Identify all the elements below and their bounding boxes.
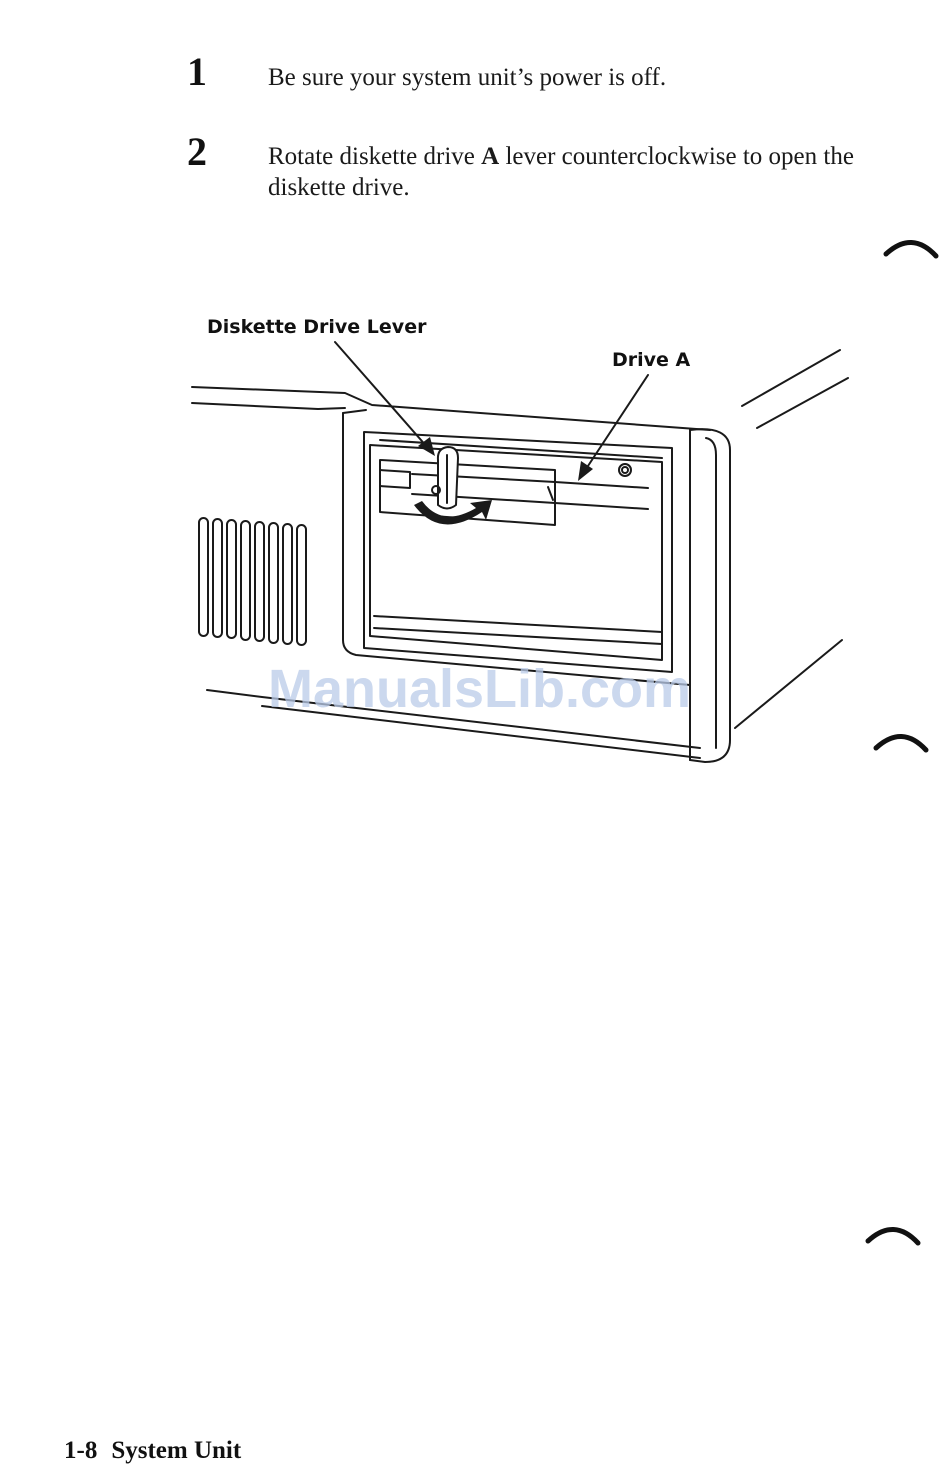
drive-a-slot: [380, 460, 648, 525]
section-title: System Unit: [111, 1437, 241, 1464]
thumb-mark-middle: [872, 722, 932, 756]
thumb-mark-bottom: [864, 1215, 924, 1249]
watermark: ManualsLib.com: [268, 659, 691, 719]
callout-lever-label: Diskette Drive Lever: [207, 316, 427, 338]
thumb-mark-top: [882, 228, 942, 262]
air-vents: [199, 518, 306, 645]
page-footer: 1-8 System Unit: [64, 1437, 241, 1465]
page-number: 1-8: [64, 1437, 97, 1464]
diskette-drive-lever: [432, 447, 458, 509]
drive-leader-arrowhead: [578, 461, 593, 481]
callout-drive-a-label: Drive A: [612, 349, 691, 371]
